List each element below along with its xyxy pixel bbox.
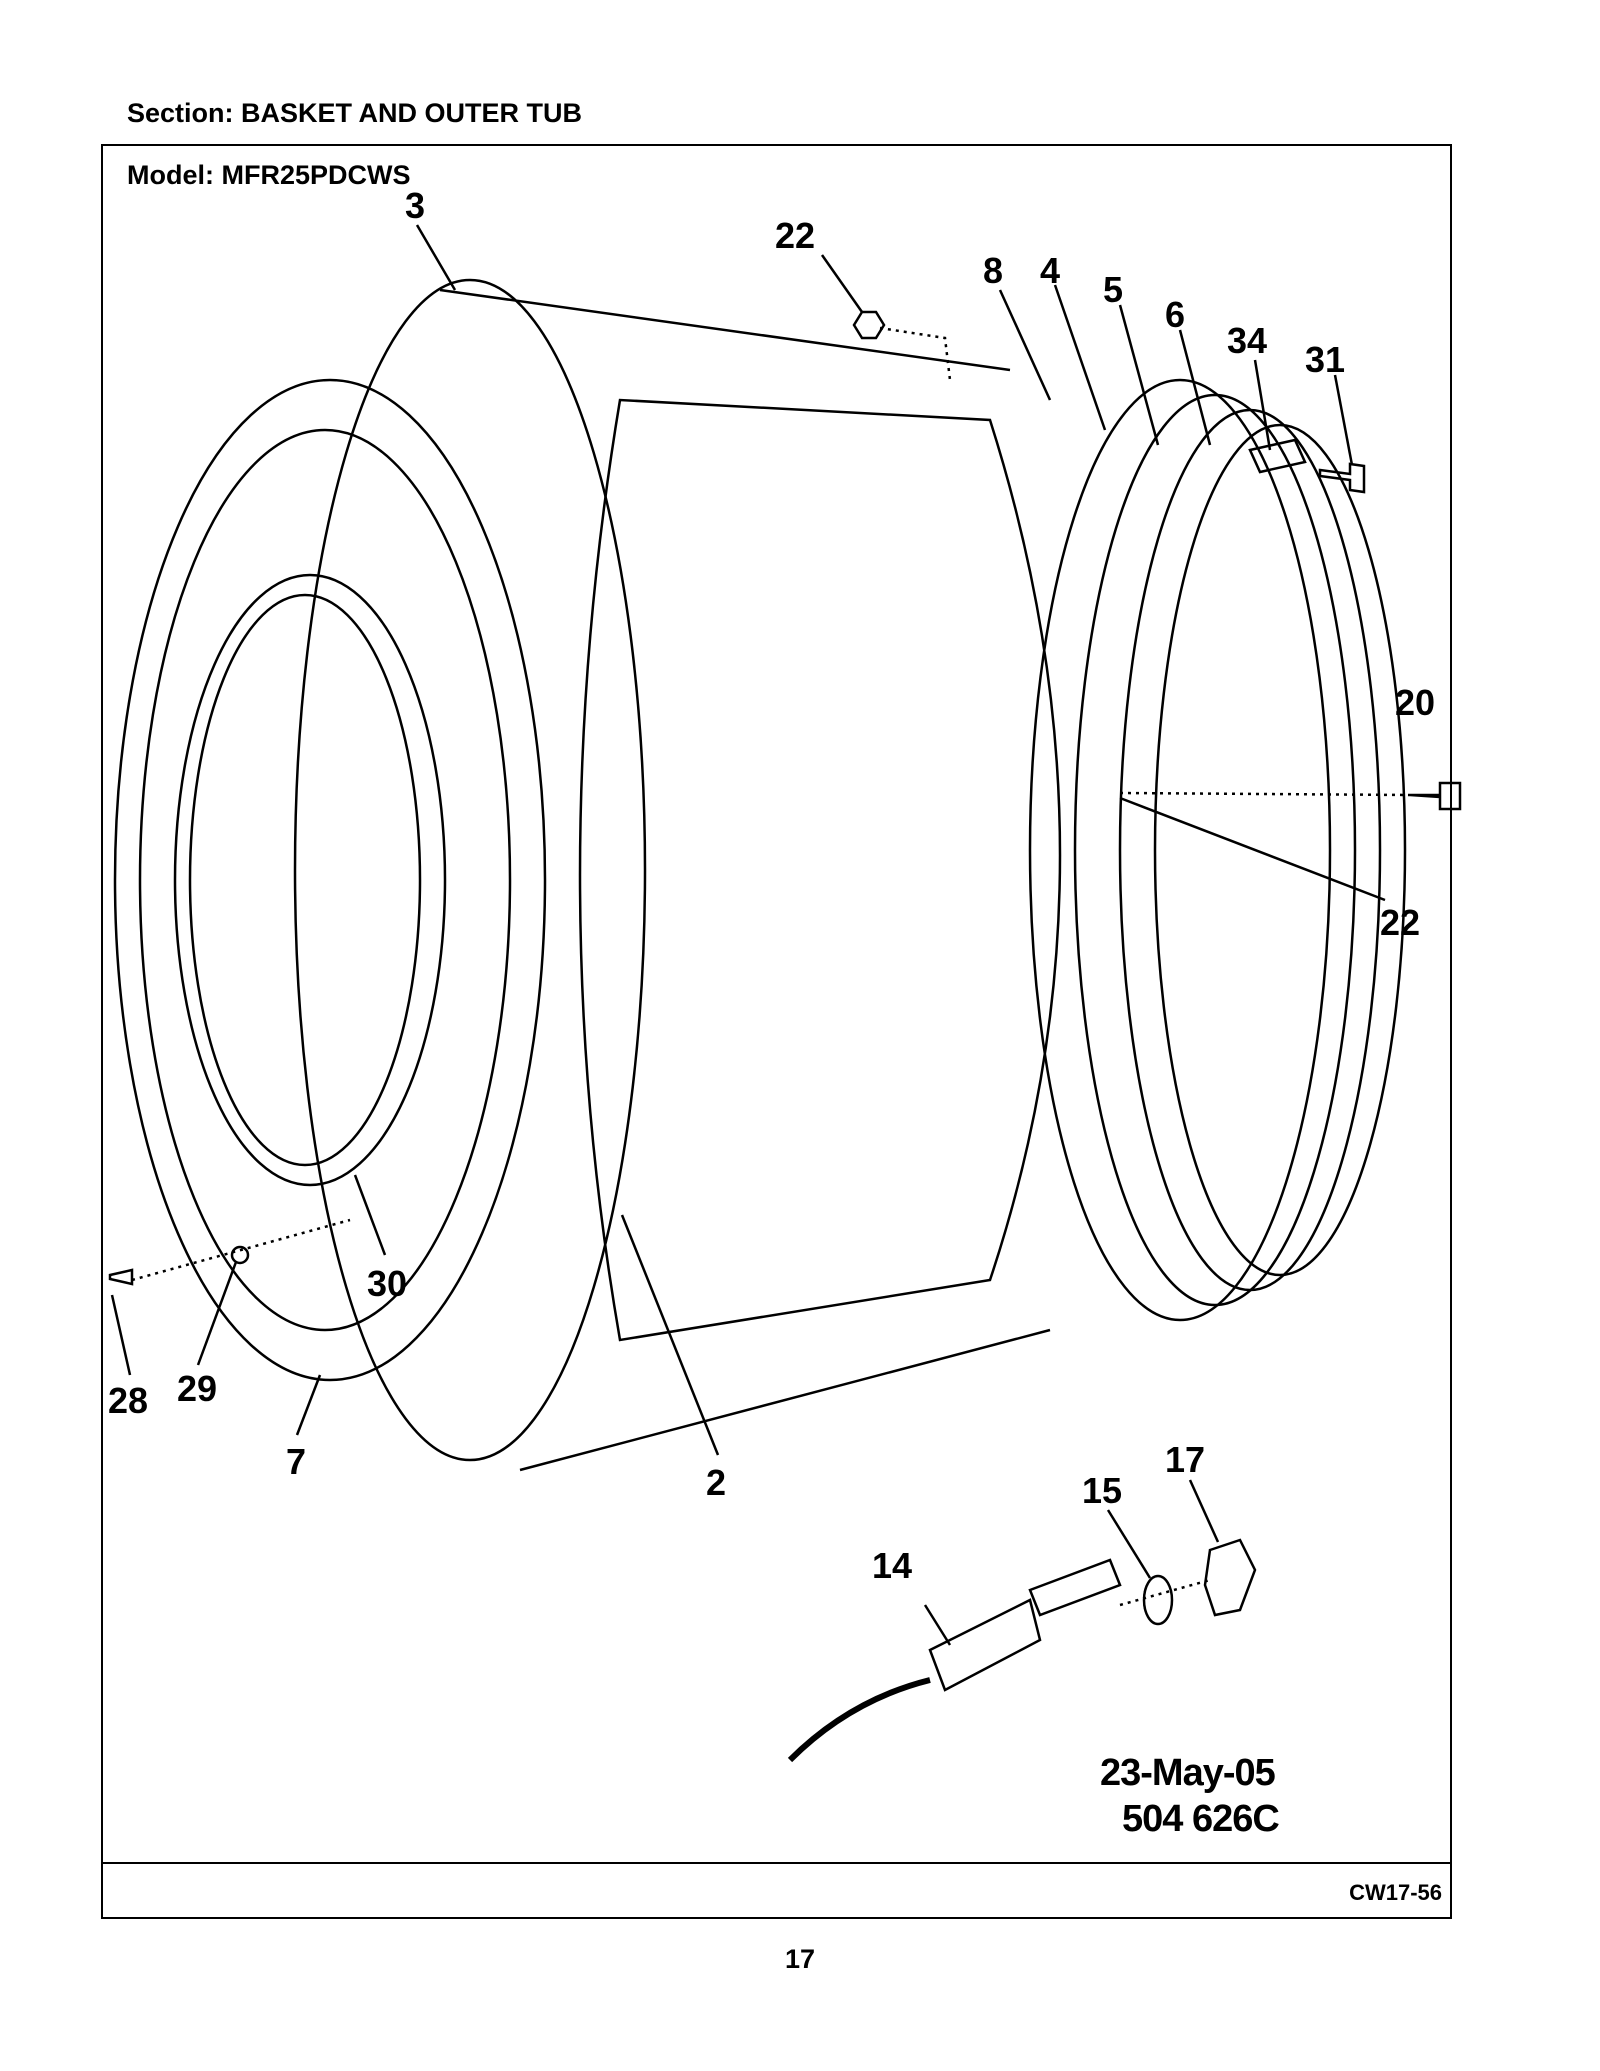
- callout-6: 6: [1165, 294, 1185, 335]
- callout-4: 4: [1040, 250, 1060, 291]
- callout-8: 8: [983, 250, 1003, 291]
- callout-7: 7: [286, 1441, 306, 1482]
- callout-3: 3: [405, 185, 425, 226]
- callout-14: 14: [872, 1545, 912, 1586]
- front-panel-inner: [138, 428, 512, 1332]
- leader-8: [998, 289, 1052, 401]
- basket-drum: [578, 398, 1062, 1342]
- probe-14-thread: [928, 1598, 1042, 1692]
- leader-31: [1333, 374, 1354, 466]
- callout-29: 29: [177, 1368, 217, 1409]
- leader-3: [415, 224, 457, 291]
- probe-14-body: [1028, 1558, 1122, 1617]
- callout-34: 34: [1227, 320, 1267, 361]
- callout-28: 28: [108, 1380, 148, 1421]
- callout-31: 31: [1305, 339, 1345, 380]
- screw-28: [108, 1268, 134, 1286]
- washer-29: [230, 1245, 250, 1265]
- leader-22-top: [820, 254, 864, 313]
- leader-dashed-22-top: [879, 326, 952, 381]
- tub-rear-ring-4: [1153, 423, 1407, 1277]
- leader-2: [620, 1214, 720, 1456]
- callout-30: 30: [367, 1263, 407, 1304]
- section-title: Section: BASKET AND OUTER TUB: [127, 98, 583, 128]
- bolt-20: [1409, 781, 1462, 811]
- nut-22-top: [852, 310, 886, 340]
- door-opening-outer: [173, 573, 447, 1187]
- stamp-drawing-number: 504 626C: [1122, 1798, 1280, 1840]
- callout-22-bottom: 22: [1380, 902, 1420, 943]
- front-panel-outer: [113, 378, 547, 1382]
- washer-15: [1142, 1574, 1174, 1626]
- callout-15: 15: [1082, 1470, 1122, 1511]
- leader-5: [1118, 304, 1160, 446]
- leader-4: [1053, 284, 1107, 431]
- tub-rear-ring-1: [1028, 378, 1332, 1322]
- leader-dashed-14-17: [1119, 1578, 1211, 1607]
- tub-shell-bottom: [519, 1328, 1051, 1472]
- page-number: 17: [784, 1944, 816, 1974]
- callout-17: 17: [1165, 1439, 1205, 1480]
- leader-6: [1178, 329, 1212, 446]
- leader-29: [196, 1261, 238, 1366]
- callout-5: 5: [1103, 269, 1123, 310]
- leader-30: [353, 1174, 387, 1256]
- tub-shell-top: [439, 288, 1011, 372]
- leader-15: [1106, 1509, 1152, 1579]
- bracket-34: [1248, 438, 1307, 474]
- callout-2: 2: [706, 1462, 726, 1503]
- probe-14-cable: [787, 1677, 931, 1763]
- leader-dashed-20: [1119, 791, 1411, 797]
- nut-17: [1203, 1538, 1257, 1617]
- leader-14: [923, 1604, 952, 1646]
- callout-22-top: 22: [775, 215, 815, 256]
- bolt-31: [1318, 462, 1366, 494]
- callout-20: 20: [1395, 682, 1435, 723]
- outer-tub-front: [293, 278, 647, 1462]
- leader-7: [295, 1374, 322, 1436]
- footer-code: CW17-56: [1349, 1880, 1442, 1905]
- tub-rear-ring-2: [1073, 393, 1357, 1307]
- door-opening-inner: [188, 593, 422, 1167]
- leader-34: [1253, 359, 1272, 451]
- footer-rule: [101, 1862, 1452, 1864]
- drawing-frame: [101, 144, 1452, 1919]
- stamp-date: 23-May-05: [1100, 1752, 1276, 1794]
- leader-22-bottom: [1119, 796, 1386, 902]
- leader-17: [1188, 1479, 1220, 1543]
- leader-28: [110, 1294, 132, 1376]
- tub-rear-ring-3: [1118, 408, 1382, 1292]
- model-title: Model: MFR25PDCWS: [127, 160, 411, 190]
- leader-dashed-29: [131, 1218, 351, 1282]
